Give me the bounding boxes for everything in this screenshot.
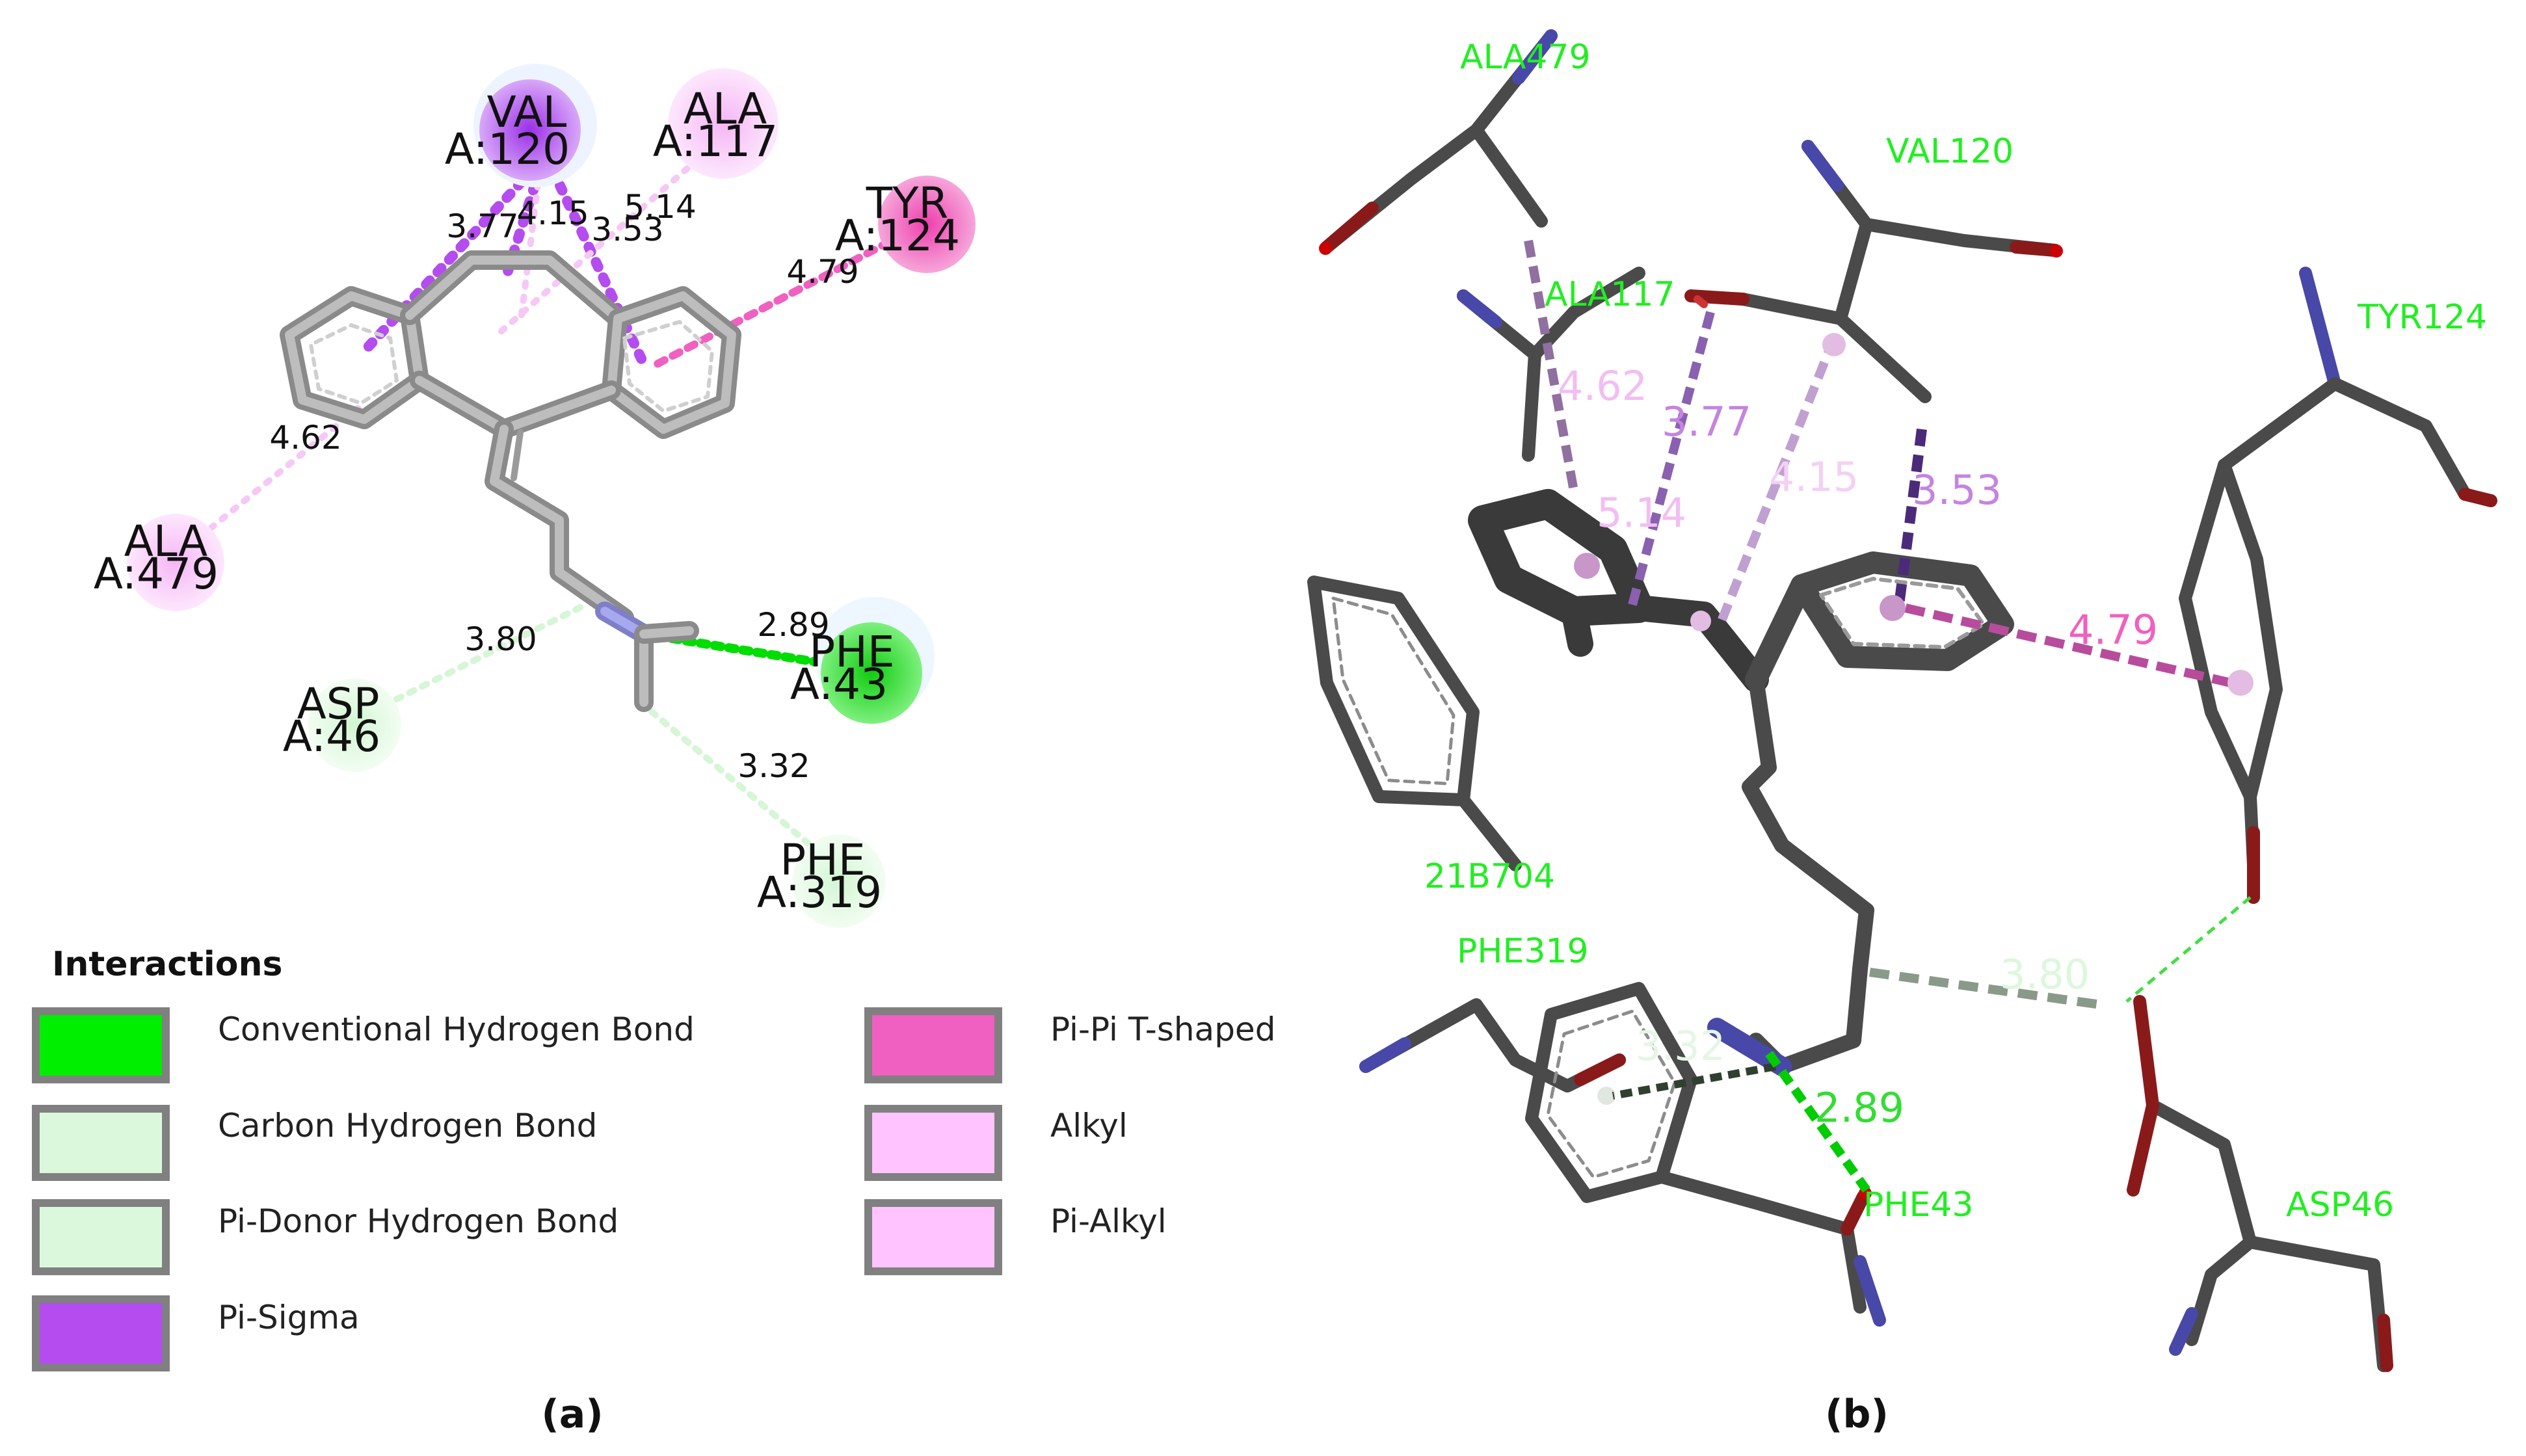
distance-label: 3.80 xyxy=(2000,951,2090,998)
legend: Interactions Conventional Hydrogen Bond … xyxy=(32,945,1275,1371)
distance-label: 3.32 xyxy=(738,747,810,785)
distance-label: 3.77 xyxy=(446,207,518,245)
residue-tyr124: TYR A:124 xyxy=(835,176,976,273)
legend-item: Pi-Alkyl xyxy=(864,1199,1167,1275)
legend-item: Pi-Donor Hydrogen Bond xyxy=(32,1199,618,1275)
distance-label: 3.77 xyxy=(1662,398,1751,445)
distance-label: 3.53 xyxy=(1912,466,2002,514)
residue-label: PHE43 xyxy=(1863,1185,1973,1224)
residue-stick-ala479 xyxy=(1319,29,1558,255)
residue-label: 21B704 xyxy=(1424,857,1555,896)
ligand-3d xyxy=(1468,489,2014,1076)
distance-label: 4.79 xyxy=(786,253,858,291)
distance-label: 4.62 xyxy=(269,419,341,457)
alkyl-line xyxy=(517,166,543,328)
panel-b-caption: (b) xyxy=(1825,1392,1889,1437)
residue-phe319: PHE A:319 xyxy=(757,834,886,928)
distance-label: 3.32 xyxy=(1636,1022,1725,1070)
residue-labels-3d: ALA479 VAL120 ALA117 TYR124 21B704 PHE31… xyxy=(1424,38,2487,1224)
residue-chain: A:117 xyxy=(653,116,778,166)
residue-val120: VAL A:120 xyxy=(445,64,597,187)
distance-label: 4.62 xyxy=(1558,362,1647,410)
residue-label: ALA479 xyxy=(1460,38,1591,77)
residue-name: ALA xyxy=(684,84,767,134)
distance-label: 4.15 xyxy=(516,194,589,232)
pi-sigma-line xyxy=(548,165,649,369)
legend-label: Alkyl xyxy=(1050,1107,1128,1145)
residue-label: ALA117 xyxy=(1545,275,1675,314)
carbon-hydrogen-bond-line xyxy=(637,699,829,862)
distance-label: 5.14 xyxy=(1597,489,1686,536)
residue-name: TYR xyxy=(866,178,949,228)
distance-label: 4.15 xyxy=(1769,453,1859,501)
residue-chain: A:124 xyxy=(835,211,960,261)
residue-name: PHE xyxy=(809,627,894,677)
legend-label: Pi-Alkyl xyxy=(1050,1202,1167,1240)
legend-label: Conventional Hydrogen Bond xyxy=(218,1011,695,1048)
distance-label: 2.89 xyxy=(757,606,829,644)
distance-label: 4.79 xyxy=(2068,606,2158,654)
residue-name: VAL xyxy=(487,87,567,137)
distance-label: 3.53 xyxy=(591,211,663,248)
residue-stick-tyr124 xyxy=(2179,267,2497,904)
distance-label: 5.14 xyxy=(624,188,696,226)
residue-chain: A:120 xyxy=(445,124,570,174)
distance-labels: 3.77 4.15 5.14 3.53 4.79 4.62 2.89 3.80 … xyxy=(269,188,858,785)
residue-ala117: ALA A:117 xyxy=(653,68,778,179)
residue-asp46: ASP A:46 xyxy=(283,678,401,772)
distance-label: 2.89 xyxy=(1815,1084,1904,1132)
panel-a-caption: (a) xyxy=(541,1392,603,1437)
residue-name: ALA xyxy=(124,516,208,566)
legend-label: Carbon Hydrogen Bond xyxy=(218,1107,597,1145)
residue-stick-ala117 xyxy=(1457,267,1645,462)
distance-labels-3d: 4.62 3.77 4.15 3.53 5.14 4.79 3.80 3.32 … xyxy=(1558,362,2158,1132)
residue-stick-val120 xyxy=(1684,140,2063,403)
residue-chain: A:479 xyxy=(94,549,219,599)
residue-label: ASP46 xyxy=(2286,1185,2394,1224)
ligand-2d xyxy=(280,250,741,712)
legend-item: Pi-Sigma xyxy=(32,1295,360,1371)
residue-stick-asp46 xyxy=(2127,995,2393,1372)
legend-title: Interactions xyxy=(52,945,282,984)
pi-pi-tshaped-line xyxy=(653,230,908,368)
residue-stick-phe319 xyxy=(1359,982,1886,1327)
residue-phe43: PHE A:43 xyxy=(790,597,935,724)
residue-chain: A:46 xyxy=(283,711,380,761)
legend-item: Conventional Hydrogen Bond xyxy=(32,1007,695,1083)
residue-chain: A:43 xyxy=(790,659,888,709)
interaction-lines-3d xyxy=(1524,239,2253,1193)
legend-item: Alkyl xyxy=(864,1105,1128,1181)
legend-item: Carbon Hydrogen Bond xyxy=(32,1105,597,1181)
panel-a: VAL A:120 ALA A:117 TYR A:124 ALA A:479 … xyxy=(32,64,1275,1437)
residue-label: VAL120 xyxy=(1886,132,2014,171)
residue-ala479: ALA A:479 xyxy=(94,514,224,611)
panel-b: ALA479 VAL120 ALA117 TYR124 21B704 PHE31… xyxy=(1307,29,2497,1437)
residue-chain: A:319 xyxy=(757,867,882,918)
legend-label: Pi-Sigma xyxy=(218,1299,360,1336)
pi-alkyl-line xyxy=(185,400,367,549)
alkyl-line xyxy=(498,146,712,335)
legend-label: Pi-Pi T-shaped xyxy=(1050,1011,1275,1048)
interaction-lines xyxy=(185,146,908,862)
residue-label: PHE319 xyxy=(1457,932,1589,971)
carbon-hydrogen-bond-line xyxy=(380,602,589,709)
pi-sigma-line xyxy=(359,164,538,356)
legend-label: Pi-Donor Hydrogen Bond xyxy=(218,1202,618,1240)
residue-name: PHE xyxy=(780,835,865,885)
legend-item: Pi-Pi T-shaped xyxy=(864,1007,1275,1083)
residue-stick-21b704 xyxy=(1307,576,1522,871)
residue-label: TYR124 xyxy=(2357,298,2487,337)
distance-label: 3.80 xyxy=(464,620,537,658)
residue-name: ASP xyxy=(297,679,380,729)
